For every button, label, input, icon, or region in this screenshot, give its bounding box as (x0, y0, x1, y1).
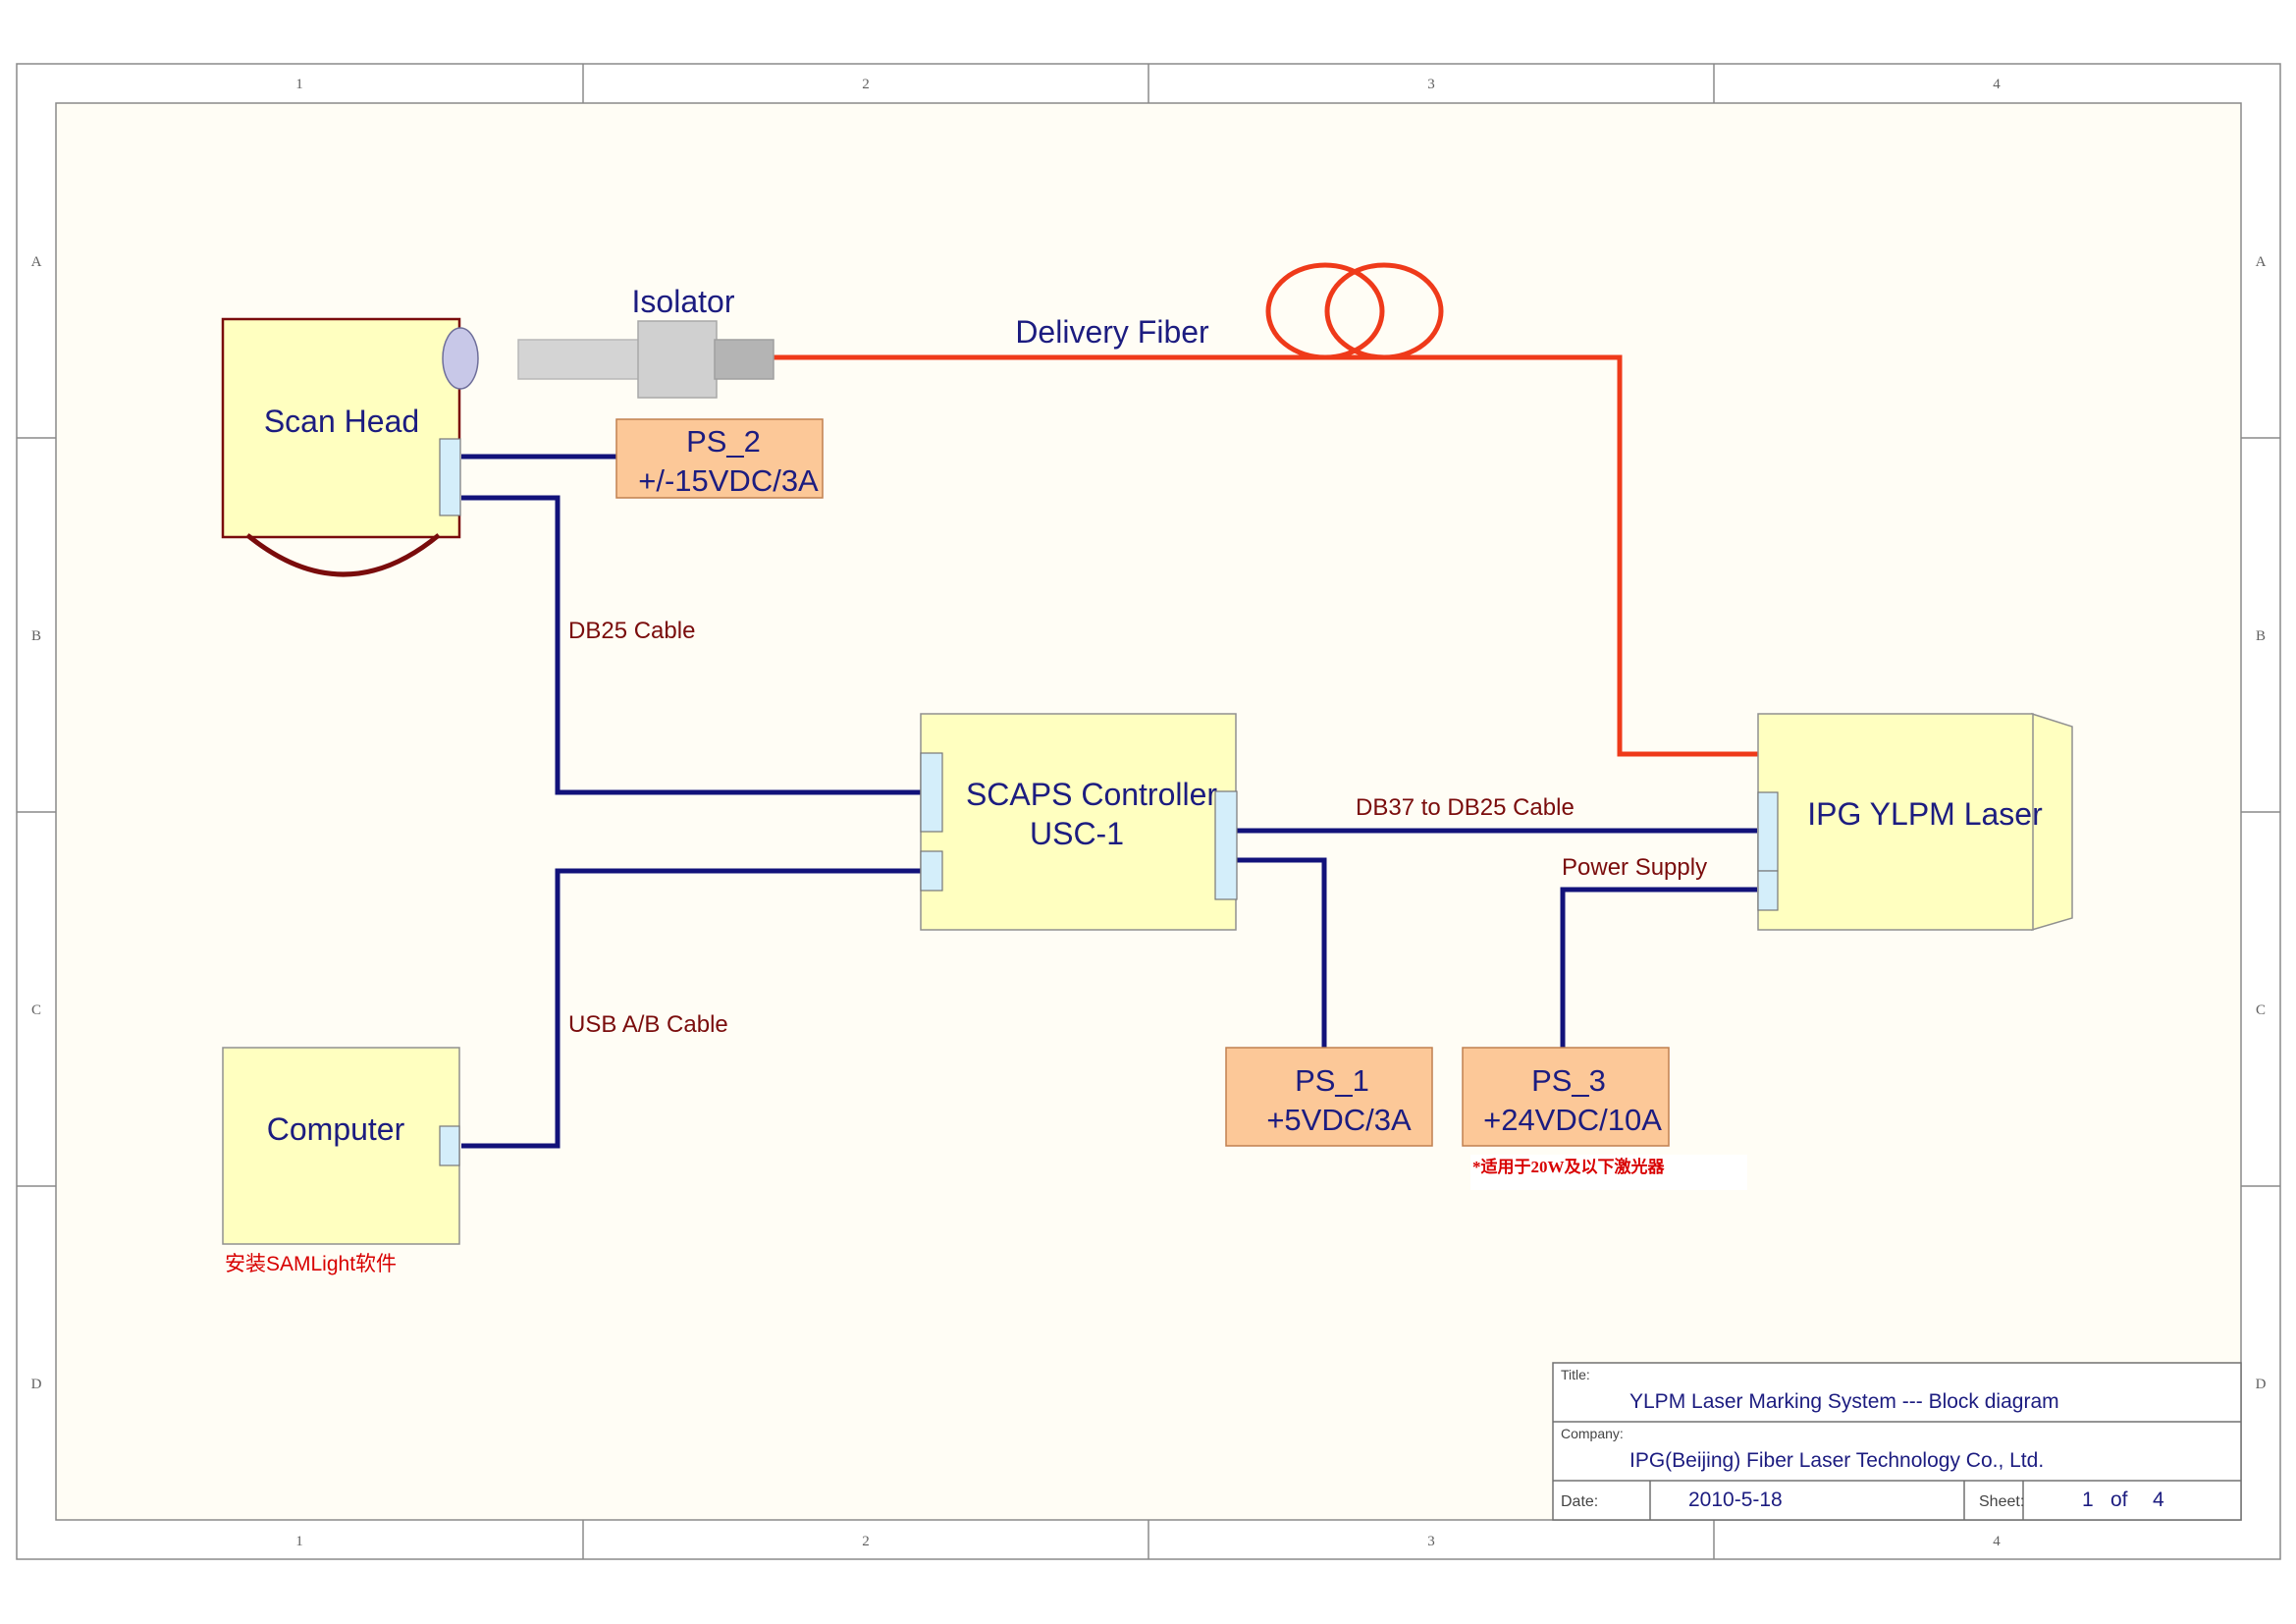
company-field-label: Company: (1561, 1426, 1624, 1441)
frame-col-label-bottom-4: 4 (1993, 1534, 2001, 1549)
company-name: IPG(Beijing) Fiber Laser Technology Co.,… (1629, 1449, 2044, 1472)
usb-ab-cable (461, 868, 921, 1149)
fiber-coil-loop-left (1265, 262, 1385, 360)
ps3-box: PS_3 +24VDC/10A *适用于20W及以下激光器 (1462, 1047, 1747, 1190)
frame-row-label-right-A: A (2256, 254, 2267, 270)
isolator-label: Isolator (632, 284, 735, 319)
sheet-field-label: Sheet: (1979, 1493, 2024, 1510)
delivery-fiber-label: Delivery Fiber (1015, 314, 1209, 350)
controller-output-connector (1214, 790, 1238, 900)
power-supply-cable-label: Power Supply (1562, 854, 1707, 881)
delivery-fiber-path (771, 262, 1760, 757)
frame-row-label-left-B: B (31, 628, 41, 644)
laser-power-connector (1757, 870, 1779, 911)
db37-cable-label: DB37 to DB25 Cable (1356, 794, 1575, 821)
sheet-number: 1 (2082, 1489, 2094, 1511)
ps3-usage-note: *适用于20W及以下激光器 (1472, 1157, 1665, 1176)
frame-row-label-right-C: C (2256, 1002, 2266, 1018)
controller-model: USC-1 (1030, 816, 1124, 851)
ps3-power-cable (1560, 887, 1757, 1048)
computer-usb-connector (439, 1125, 460, 1166)
drawing-title: YLPM Laser Marking System --- Block diag… (1629, 1390, 2059, 1413)
isolator (517, 320, 774, 399)
frame-row-label-right-B: B (2256, 628, 2266, 644)
controller-usb-connector (920, 850, 943, 892)
controller-db25-connector (920, 752, 943, 833)
frame-row-label-left-D: D (31, 1377, 42, 1392)
ps1-power-cable (1237, 857, 1327, 1048)
date-field-label: Date: (1561, 1493, 1598, 1510)
drawing-date: 2010-5-18 (1688, 1489, 1783, 1511)
computer-label: Computer (267, 1111, 405, 1147)
ps2-spec: +/-15VDC/3A (638, 463, 819, 498)
frame-col-label-top-4: 4 (1993, 77, 2001, 92)
scan-head-window-icon (245, 533, 441, 577)
ps1-box: PS_1 +5VDC/3A (1225, 1047, 1433, 1147)
laser-label: IPG YLPM Laser (1807, 796, 2043, 832)
frame-row-label-right-D: D (2256, 1377, 2267, 1392)
scan-head-label: Scan Head (264, 404, 419, 439)
frame-col-label-top-3: 3 (1427, 77, 1435, 92)
ps1-spec: +5VDC/3A (1266, 1103, 1412, 1137)
frame-col-label-bottom-3: 3 (1427, 1534, 1435, 1549)
frame-row-label-left-A: A (31, 254, 42, 270)
computer: Computer 安装SAMLight软件 (222, 1047, 460, 1275)
ps3-name: PS_3 (1531, 1063, 1606, 1098)
sheet-of: of (2110, 1489, 2128, 1511)
cables (461, 454, 1757, 1149)
ps1-name: PS_1 (1295, 1063, 1369, 1098)
frame-col-label-bottom-1: 1 (295, 1534, 303, 1549)
controller-name: SCAPS Controller (966, 777, 1217, 812)
frame-row-label-left-C: C (31, 1002, 41, 1018)
sheet-total: 4 (2153, 1489, 2164, 1511)
ps3-spec: +24VDC/10A (1483, 1103, 1662, 1137)
laser-db25-connector (1757, 791, 1779, 872)
scaps-controller: SCAPS Controller USC-1 (920, 713, 1238, 931)
db25-cable-label: DB25 Cable (568, 618, 695, 644)
frame-col-label-bottom-2: 2 (862, 1534, 870, 1549)
fiber-coil-loop-right (1324, 262, 1444, 360)
frame-col-label-top-1: 1 (295, 77, 303, 92)
ipg-laser: IPG YLPM Laser (1757, 712, 2073, 932)
frame-col-label-top-2: 2 (862, 77, 870, 92)
db25-cable (461, 495, 921, 795)
title-block: Title: YLPM Laser Marking System --- Blo… (1552, 1362, 2242, 1521)
scan-head-lens-icon (442, 327, 479, 390)
ps2-box: PS_2 +/-15VDC/3A (615, 418, 824, 499)
title-field-label: Title: (1561, 1367, 1590, 1382)
scan-head-connector (439, 438, 461, 516)
usb-cable-label: USB A/B Cable (568, 1011, 728, 1038)
computer-software-note: 安装SAMLight软件 (225, 1253, 397, 1275)
scan-head: Scan Head (221, 317, 479, 577)
ps2-name: PS_2 (686, 424, 761, 459)
